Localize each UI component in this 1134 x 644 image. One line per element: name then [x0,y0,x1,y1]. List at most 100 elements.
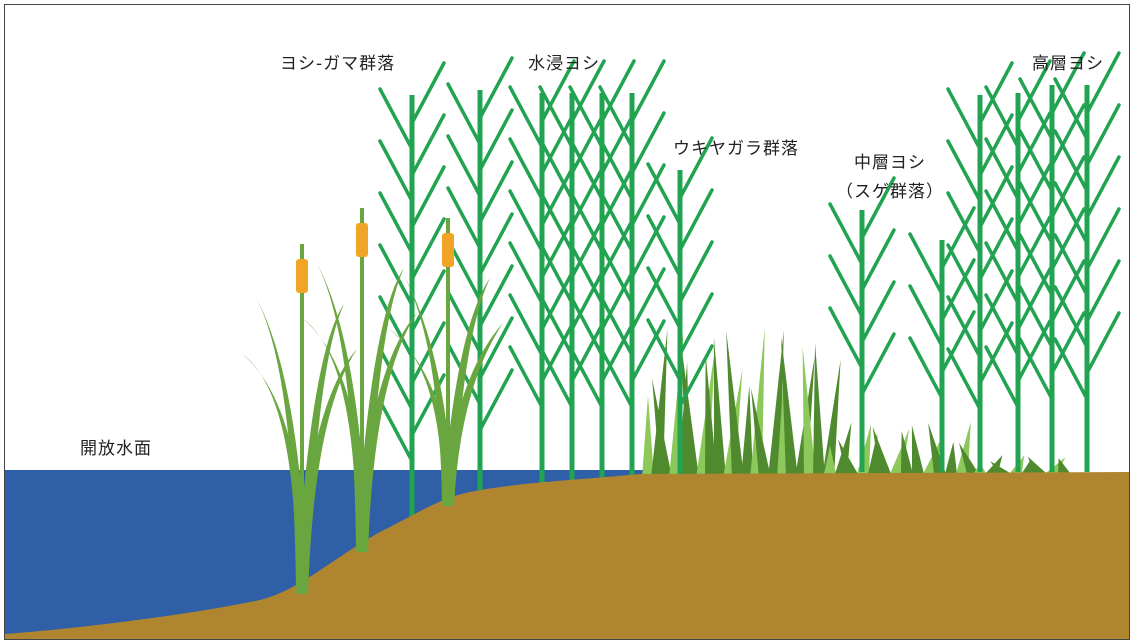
reed-leaf [1085,311,1121,375]
reed-leaf [1050,51,1086,115]
reed-leaf [630,163,666,227]
reed-plant [538,59,606,484]
reed-leaf [828,202,864,266]
reed-leaf [646,318,682,382]
reed-leaf [446,82,482,146]
reed-plant [378,61,446,525]
reed-leaf [570,319,606,383]
reed-leaf [598,137,634,201]
reed-leaf [446,290,482,354]
reed-leaf [1053,285,1089,349]
reed-leaf [378,399,414,463]
reed-leaf [446,134,482,198]
reed-leaf [378,87,414,151]
reed-leaf [984,345,1020,409]
reed-leaf [538,189,574,253]
reed-leaf [478,316,514,380]
reed-leaf [1016,267,1052,331]
label-submerged-reed: 水浸ヨシ [528,54,600,74]
reed-leaf [1016,319,1052,383]
reed-leaf [984,137,1020,201]
reed-leaf [378,243,414,307]
reed-leaf [478,264,514,328]
reed-leaf [508,85,544,149]
reed-leaf [568,293,604,357]
sedge-blade [795,355,815,478]
reed-leaf [1053,77,1089,141]
reed-leaf [1053,129,1089,193]
reed-leaf [508,241,544,305]
reed-leaf [1050,103,1086,167]
reed-leaf [984,85,1020,149]
reed-leaf [568,85,604,149]
reed-leaf [568,241,604,305]
reed-leaf [570,163,606,227]
reed-leaf [678,188,714,252]
reed-leaf [410,269,446,333]
reed-leaf [540,267,576,331]
reed-leaf [1085,207,1121,271]
reed-leaf [600,59,636,123]
reed-leaf [946,295,982,359]
sedge-blade [751,388,771,478]
reed-leaf [1053,181,1089,245]
reed-leaf [1085,51,1121,115]
cattail-leaf [296,349,357,594]
reed-leaf [446,186,482,250]
reed-leaf [1018,233,1054,297]
cattail-leaf [356,313,417,552]
reed-leaf [860,228,896,292]
reed-leaf [646,162,682,226]
reed-leaf [568,137,604,201]
reed-leaf [646,266,682,330]
sedge-blade [642,395,654,478]
reed-leaf [540,59,576,123]
sedge-blade [1027,456,1046,473]
sedge-blade [696,348,716,478]
reed-leaf [600,215,636,279]
sedge-blade [822,359,841,478]
reed-leaf [570,215,606,279]
reed-leaf [570,111,606,175]
sedge-blade [923,436,943,474]
label-reed-cattail: ヨシ-ガマ群落 [280,54,396,74]
cattail-plant [242,244,357,594]
reed-plant [568,59,636,481]
reed-leaf [984,241,1020,305]
reed-leaf [600,267,636,331]
reed-leaf [538,293,574,357]
reed-leaf [598,189,634,253]
reed-plant [646,136,714,478]
reed-leaf [860,280,896,344]
reed-leaf [600,319,636,383]
reed-leaf [630,267,666,331]
sedge-blade [680,341,699,478]
reed-leaf [940,258,976,322]
reed-leaf [600,163,636,227]
reed-leaf [908,336,944,400]
reed-leaf [600,111,636,175]
reed-leaf [1085,103,1121,167]
label-ukiyagara-community: ウキヤガラ群落 [673,139,799,159]
reed-leaf [478,108,514,172]
reed-leaf [478,368,514,432]
sedge-blade [781,336,798,478]
reed-leaf [598,85,634,149]
reed-leaf [1016,59,1052,123]
reed-leaf [1018,285,1054,349]
reed-leaf [508,293,544,357]
cattail-plant [388,218,503,506]
sedge-blade [652,378,672,478]
reed-leaf [946,191,982,255]
reed-leaf [1016,215,1052,279]
sedge-blade [726,330,744,478]
reed-leaf [378,191,414,255]
reed-plant [598,59,666,477]
sedge-tuft [642,328,841,478]
reed-leaf [410,165,446,229]
reed-leaf [540,163,576,227]
reed-leaf [410,61,446,125]
reed-plant [1018,51,1086,472]
reed-leaf [678,136,714,200]
label-open-water: 開放水面 [80,439,152,459]
